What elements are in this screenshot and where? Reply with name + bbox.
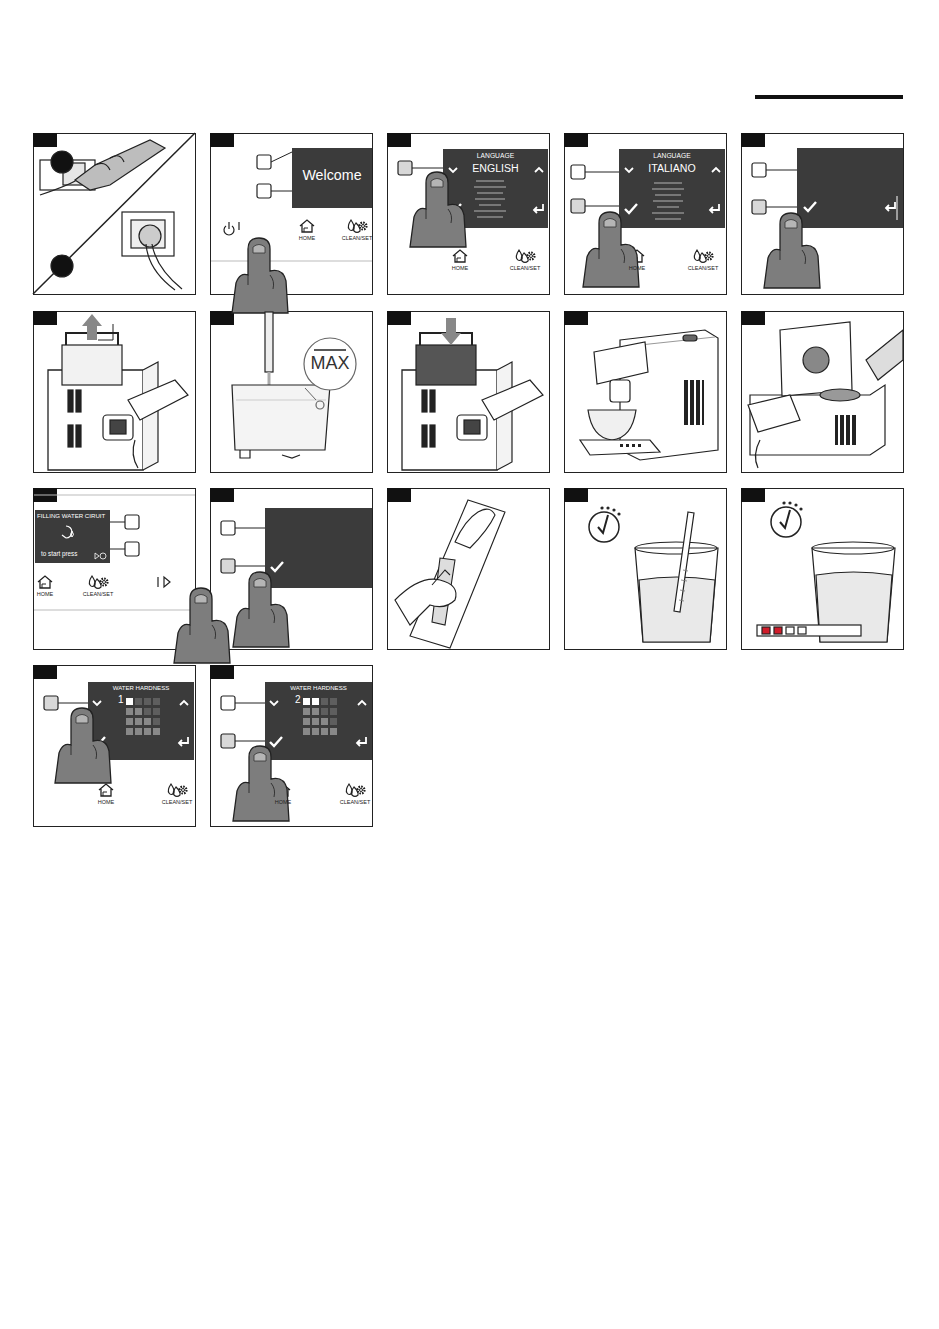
- screen-text: 2: [295, 694, 372, 705]
- step-tabs: [33, 133, 765, 679]
- display-screen: LANGUAGE ENGLISH: [443, 149, 548, 228]
- plug-illustration: [33, 133, 195, 294]
- hardness-screen: [221, 682, 372, 821]
- screen-title: WATER HARDNESS: [88, 685, 194, 692]
- button-label: HOME: [98, 800, 115, 806]
- welcome-screen: [211, 148, 372, 313]
- display-screen: Welcome: [292, 148, 372, 208]
- screen-text: 1: [118, 694, 194, 705]
- screen-title: WATER HARDNESS: [265, 685, 372, 692]
- fill-mark: MAX: [310, 354, 349, 372]
- bean-hopper: [748, 322, 903, 468]
- button-label: HOME: [299, 236, 316, 242]
- button-label: HOME: [37, 592, 54, 598]
- step-frames: [34, 134, 904, 827]
- display-screen: WATER HARDNESS 1: [88, 682, 194, 760]
- button-label: CLEAN/SET: [510, 266, 541, 272]
- filling-screen: [34, 495, 230, 663]
- hardness-screen: [44, 682, 194, 797]
- display-screen: FILLING WATER CIRUIT to start press: [35, 510, 110, 563]
- screen-text: ENGLISH: [443, 163, 548, 175]
- screen-title: FILLING WATER CIRUIT: [37, 513, 110, 520]
- strip-result: [757, 502, 895, 642]
- confirm-screen: [752, 148, 903, 288]
- strip-in-glass: [589, 507, 718, 642]
- display-screen: WATER HARDNESS 2: [265, 682, 372, 760]
- language-screen: [571, 149, 725, 287]
- screen-text: Welcome: [292, 168, 372, 184]
- button-label: CLEAN/SET: [340, 800, 371, 806]
- button-label: CLEAN/SET: [162, 800, 193, 806]
- screen-text: ITALIANO: [619, 163, 725, 175]
- test-strip-packet: [395, 500, 505, 648]
- display-screen: LANGUAGE ITALIANO: [619, 149, 725, 228]
- machine-cup: [580, 330, 718, 460]
- confirm-screen: [221, 508, 372, 647]
- button-label: HOME: [275, 800, 292, 806]
- button-label: HOME: [452, 266, 469, 272]
- screen-text: to start press: [41, 551, 110, 558]
- button-label: HOME: [629, 266, 646, 272]
- button-label: CLEAN/SET: [342, 236, 373, 242]
- language-screen: [398, 149, 548, 263]
- tank-filling: [232, 312, 356, 458]
- button-label: CLEAN/SET: [83, 592, 114, 598]
- screen-title: LANGUAGE: [619, 152, 725, 159]
- tank-removal: [48, 314, 188, 470]
- tank-insert: [402, 318, 543, 470]
- screen-title: LANGUAGE: [443, 152, 548, 159]
- button-label: CLEAN/SET: [688, 266, 719, 272]
